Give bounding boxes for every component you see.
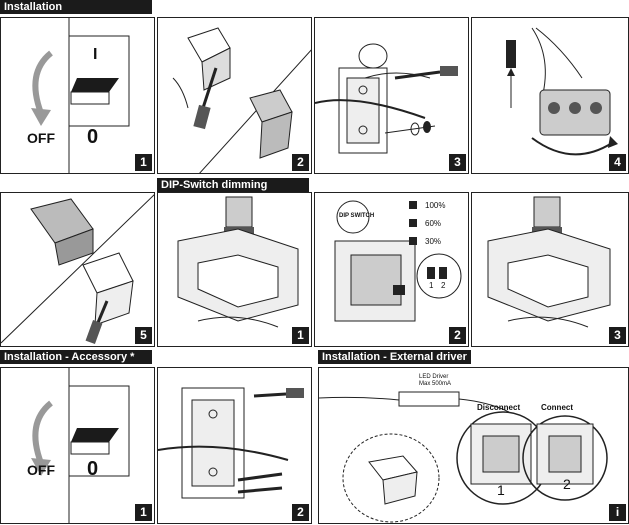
attach-cover-illustration — [1, 194, 154, 345]
section-header-dip-switch: DIP-Switch dimming — [157, 178, 309, 192]
step-badge: 1 — [135, 154, 152, 171]
dip-level-60: 60% — [425, 219, 442, 228]
switch-on-mark: I — [93, 46, 98, 63]
disconnect-label: Disconnect — [477, 403, 521, 412]
section-header-installation: Installation — [0, 0, 152, 14]
step-badge: 2 — [292, 154, 309, 171]
step-badge: 2 — [449, 327, 466, 344]
driver-label-line1: LED Driver — [419, 374, 449, 380]
dip-step-1-panel: 1 — [157, 192, 312, 347]
install-step-3-panel: 3 — [314, 17, 469, 174]
step-badge: 2 — [292, 504, 309, 521]
dip-switch-board-illustration — [334, 200, 462, 322]
option-number-1: 1 — [497, 482, 505, 498]
accessory-step-2-panel: 2 — [157, 367, 312, 524]
install-step-4-panel: 4 — [471, 17, 629, 174]
section-header-accessory: Installation - Accessory * — [0, 350, 152, 364]
dip-level-30: 30% — [425, 237, 442, 246]
accessory-step-1-panel: OFF 0 1 — [0, 367, 155, 524]
off-zero-mark: 0 — [87, 458, 99, 480]
install-step-1-panel: I OFF 0 1 — [0, 17, 155, 174]
dip-switch-badge-label: DIP SWITCH — [339, 213, 375, 219]
dip-position-2: 2 — [441, 281, 446, 290]
connect-label: Connect — [541, 403, 573, 412]
wall-switch-illustration — [31, 18, 130, 173]
mount-plate-illustration — [315, 43, 458, 154]
remove-cover-illustration — [172, 27, 311, 173]
external-driver-panel: LED Driver Max 500mA Disconnect Connect … — [318, 367, 629, 524]
install-step-2-panel: 2 — [157, 17, 312, 174]
step-badge: 5 — [135, 327, 152, 344]
off-zero-mark: 0 — [87, 126, 99, 148]
info-badge: i — [609, 504, 626, 521]
external-driver-illustration — [319, 391, 608, 523]
off-label: OFF — [27, 462, 55, 478]
accessory-plate-illustration — [158, 387, 304, 499]
wall-switch-illustration — [31, 368, 130, 523]
driver-label-line2: Max 500mA — [419, 381, 452, 387]
step-badge: 3 — [609, 327, 626, 344]
step-badge: 1 — [135, 504, 152, 521]
step-badge: 3 — [449, 154, 466, 171]
dip-position-1: 1 — [429, 281, 434, 290]
section-header-external-driver: Installation - External driver — [318, 350, 471, 364]
dip-step-2-panel: DIP SWITCH 100% 60% 30% 1 2 2 — [314, 192, 469, 347]
option-number-2: 2 — [563, 476, 571, 492]
refit-housing-illustration — [487, 196, 611, 328]
off-label: OFF — [27, 130, 55, 146]
dip-level-100: 100% — [425, 201, 446, 210]
install-step-5-panel: 5 — [0, 192, 155, 347]
step-badge: 1 — [292, 327, 309, 344]
dip-step-3-panel: 3 — [471, 192, 629, 347]
wiring-terminal-illustration — [506, 27, 618, 156]
unscrew-housing-illustration — [177, 196, 299, 328]
step-badge: 4 — [609, 154, 626, 171]
